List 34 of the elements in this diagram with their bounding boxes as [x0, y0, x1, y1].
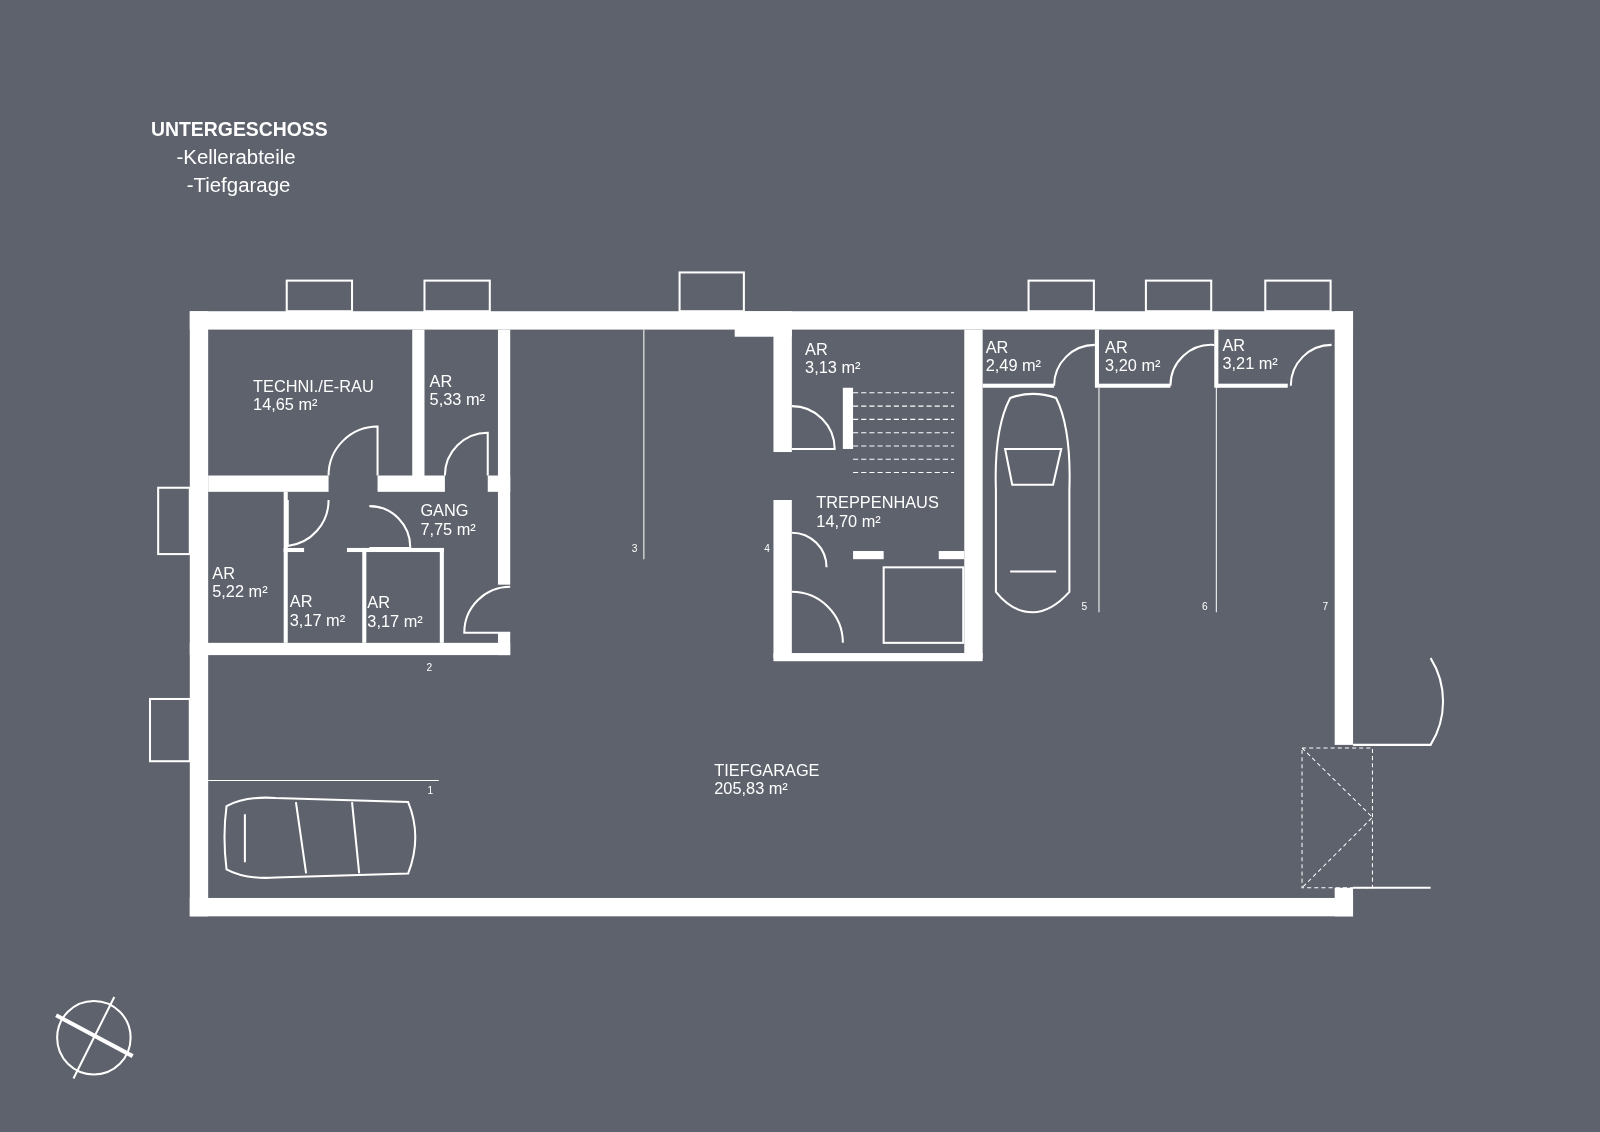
- plan-title: UNTERGESCHOSS: [151, 118, 328, 141]
- room-name: AR: [212, 564, 235, 583]
- room-area: 205,83 m²: [714, 779, 788, 798]
- room-area: 5,33 m²: [429, 390, 485, 410]
- room-name: TECHNI./E-RAU: [253, 377, 374, 396]
- room-area: 3,17 m²: [367, 612, 423, 631]
- room-name: AR: [1105, 338, 1128, 358]
- space-number: 6: [1202, 601, 1208, 613]
- subtitle: -Tiefgarage: [186, 173, 291, 197]
- room-name: TIEFGARAGE: [714, 761, 820, 780]
- space-number: 7: [1322, 601, 1329, 613]
- room-area: 3,17 m²: [289, 611, 346, 630]
- room-name: AR: [805, 340, 828, 360]
- room-name: AR: [1222, 336, 1246, 356]
- room-area: 14,70 m²: [816, 512, 881, 531]
- space-number: 1: [427, 784, 434, 796]
- room-name: AR: [429, 372, 453, 391]
- space-number: 5: [1081, 601, 1088, 613]
- room-area: 2,49 m²: [985, 357, 1042, 376]
- room-area: 5,22 m²: [212, 582, 268, 601]
- room-area: 3,20 m²: [1105, 357, 1161, 376]
- room-name: TREPPENHAUS: [816, 493, 939, 513]
- room-name: AR: [367, 593, 391, 613]
- space-number: 4: [764, 542, 770, 555]
- room-name: GANG: [420, 502, 469, 521]
- room-name: AR: [985, 338, 1009, 358]
- subtitle: -Kellerabteile: [176, 145, 296, 170]
- room-area: 7,75 m²: [420, 520, 476, 539]
- room-area: 14,65 m²: [253, 395, 318, 415]
- room-name: AR: [289, 592, 313, 612]
- room-area: 3,21 m²: [1222, 355, 1278, 374]
- room-area: 3,13 m²: [805, 359, 861, 378]
- space-number: 2: [426, 662, 433, 674]
- space-number: 3: [631, 542, 638, 555]
